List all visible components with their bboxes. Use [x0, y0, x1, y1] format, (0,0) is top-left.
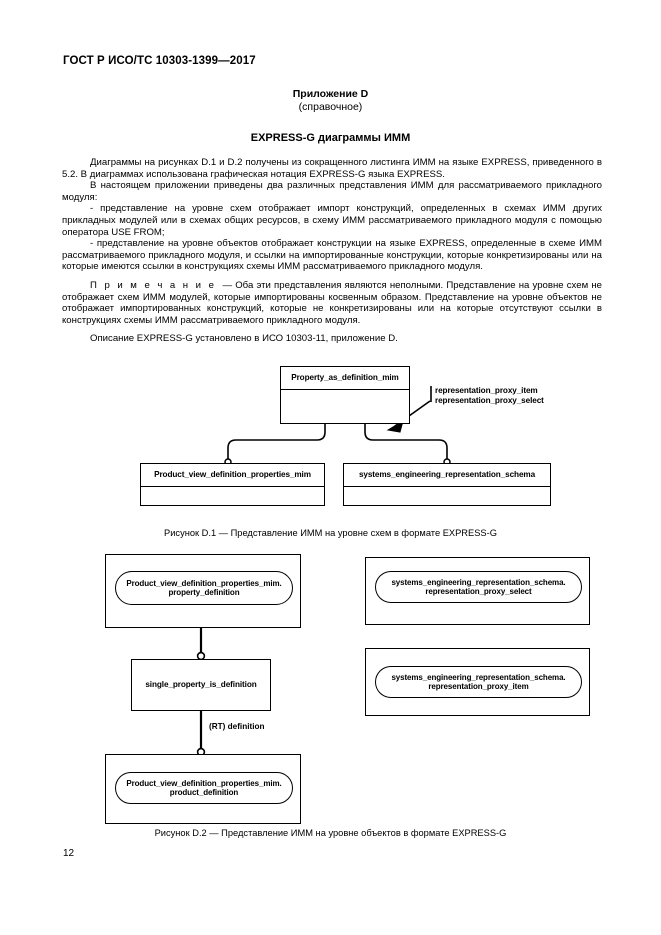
page-number: 12: [63, 848, 75, 859]
figure-d1-child-right-box: systems_engineering_representation_schem…: [343, 463, 551, 506]
label-line-2: product_definition: [169, 788, 239, 797]
note-text: Оба эти представления являются неполными…: [62, 279, 602, 326]
figure-d1-root-label: Property_as_definition_mim: [291, 373, 399, 382]
figure-d1-root-box: Property_as_definition_mim: [280, 366, 410, 424]
note-label: П р и м е ч а н и е: [90, 279, 217, 291]
figure-d2-middle-right-box: systems_engineering_representation_schem…: [365, 648, 590, 716]
box-divider: [344, 486, 550, 487]
annotation-line-1: representation_proxy_item: [435, 386, 538, 395]
annex-subtitle: (справочное): [298, 101, 363, 113]
figure-d1-child-left-box: Product_view_definition_properties_mim: [140, 463, 325, 506]
annotation-line-2: representation_proxy_select: [435, 396, 544, 405]
annex-heading: Приложение D (справочное): [0, 88, 661, 114]
label-line-2: representation_proxy_select: [425, 587, 532, 596]
figure-d2-top-left-label: Product_view_definition_properties_mim. …: [115, 571, 293, 605]
label-line-1: Product_view_definition_properties_mim.: [126, 578, 282, 588]
figure-d2-caption: Рисунок D.2 — Представление ИММ на уровн…: [154, 828, 507, 838]
figure-d2-top-right-box: systems_engineering_representation_schem…: [365, 557, 590, 625]
section-title: EXPRESS-G диаграммы ИММ: [250, 132, 411, 144]
annex-title: Приложение D: [292, 88, 369, 100]
closing-paragraph: Описание EXPRESS-G установлено в ИСО 103…: [90, 333, 398, 345]
figure-d1-child-right-label: systems_engineering_representation_schem…: [358, 470, 536, 479]
figure-d2-bottom-label: Product_view_definition_properties_mim. …: [115, 772, 293, 804]
figure-d2-bottom-box: Product_view_definition_properties_mim. …: [105, 754, 301, 824]
label-line-2: property_definition: [168, 588, 240, 597]
figure-d2-top-left-box: Product_view_definition_properties_mim. …: [105, 554, 301, 628]
note-dash: —: [222, 279, 233, 291]
paragraph-3: - представление на уровне схем отображае…: [62, 203, 602, 238]
body-text-block: Диаграммы на рисунках D.1 и D.2 получены…: [62, 157, 602, 345]
figure-d2-middle-left-box: single_property_is_definition: [131, 659, 271, 711]
label-line-2: representation_proxy_item: [428, 682, 529, 691]
figure-d2-middle-right-label: systems_engineering_representation_schem…: [375, 666, 582, 698]
paragraph-1: Диаграммы на рисунках D.1 и D.2 получены…: [62, 157, 602, 180]
standard-id-header: ГОСТ Р ИСО/ТС 10303-1399—2017: [63, 55, 256, 67]
box-divider: [141, 486, 324, 487]
note-paragraph: П р и м е ч а н и е — Оба эти представле…: [62, 280, 602, 326]
figure-d2-top-right-label: systems_engineering_representation_schem…: [375, 571, 582, 603]
paragraph-2: В настоящем приложении приведены два раз…: [62, 180, 602, 203]
label-line-1: systems_engineering_representation_schem…: [391, 577, 566, 587]
label-line-1: systems_engineering_representation_schem…: [391, 672, 566, 682]
figure-d1: Property_as_definition_mim representatio…: [140, 366, 551, 538]
label-line-1: Product_view_definition_properties_mim.: [126, 778, 282, 788]
figure-d2-connector-label: (RT) definition: [209, 722, 265, 731]
box-divider: [281, 389, 409, 390]
figure-d2-middle-left-label: single_property_is_definition: [145, 680, 257, 689]
paragraph-4: - представление на уровне объектов отобр…: [62, 238, 602, 273]
figure-d1-caption: Рисунок D.1 — Представление ИММ на уровн…: [164, 528, 497, 538]
figure-d1-annotation: representation_proxy_item representation…: [435, 386, 544, 406]
figure-d1-child-left-label: Product_view_definition_properties_mim: [154, 470, 311, 479]
